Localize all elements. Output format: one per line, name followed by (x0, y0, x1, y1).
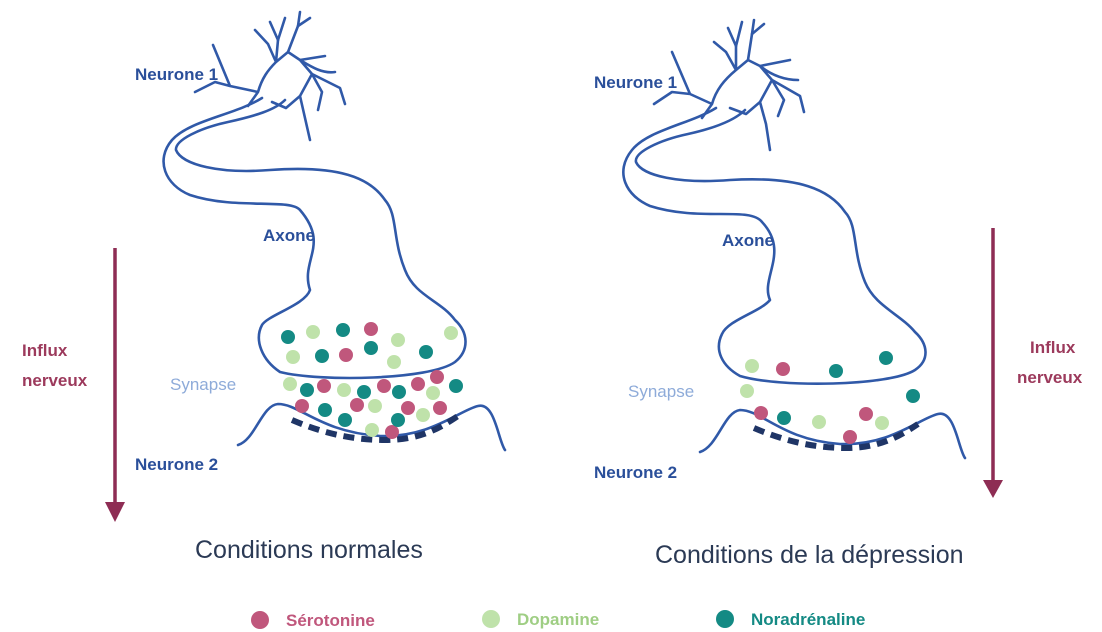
dopamine-dot (444, 326, 458, 340)
serotonine-dot (859, 407, 873, 421)
dopamine-dot (740, 384, 754, 398)
noradrenaline-dot (879, 351, 893, 365)
serotonine-dot (364, 322, 378, 336)
serotonine-dot (385, 425, 399, 439)
noradrenaline-dot (281, 330, 295, 344)
serotonine-dot (776, 362, 790, 376)
influx-label-line2-normal: nerveux (22, 371, 88, 390)
influx-label-line1-depression: Influx (1030, 338, 1076, 357)
noradrenaline-dot (364, 341, 378, 355)
noradrenaline-dot (419, 345, 433, 359)
dopamine-dot (745, 359, 759, 373)
noradrenaline-dot (829, 364, 843, 378)
influx-label-line1-normal: Influx (22, 341, 68, 360)
serotonine-swatch (251, 611, 269, 629)
noradrenaline-swatch (716, 610, 734, 628)
axone-label-normal: Axone (263, 226, 315, 245)
caption-depression: Conditions de la dépression (655, 541, 964, 569)
noradrenaline-dot (392, 385, 406, 399)
serotonine-dot (350, 398, 364, 412)
influx-label-line2-depression: nerveux (1017, 368, 1083, 387)
synapse-label-depression: Synapse (628, 382, 694, 401)
influx-arrow-depression (983, 228, 1003, 498)
neurone1-label-normal: Neurone 1 (135, 65, 218, 84)
dopamine-dot (812, 415, 826, 429)
dopamine-dot (286, 350, 300, 364)
axone-outline-depression (623, 108, 925, 384)
dopamine-dot (337, 383, 351, 397)
legend: Sérotonine Dopamine Noradrénaline (251, 610, 865, 630)
neurone2-membrane-depression (700, 410, 965, 458)
noradrenaline-dot (906, 389, 920, 403)
neurotransmitters-normal (281, 322, 463, 439)
serotonine-dot (433, 401, 447, 415)
serotonine-dot (377, 379, 391, 393)
serotonine-dot (411, 377, 425, 391)
noradrenaline-dot (300, 383, 314, 397)
panel-normal: Neurone 1 Axone Synapse Neurone 2 Influx… (22, 12, 505, 564)
legend-item-noradrenaline: Noradrénaline (716, 610, 865, 629)
neurone2-label-normal: Neurone 2 (135, 455, 218, 474)
noradrenaline-dot (336, 323, 350, 337)
legend-item-dopamine: Dopamine (482, 610, 599, 629)
legend-label-serotonine: Sérotonine (286, 611, 375, 630)
serotonine-dot (339, 348, 353, 362)
neurone2-label-depression: Neurone 2 (594, 463, 677, 482)
noradrenaline-dot (357, 385, 371, 399)
noradrenaline-dot (318, 403, 332, 417)
dopamine-swatch (482, 610, 500, 628)
serotonine-dot (430, 370, 444, 384)
noradrenaline-dot (777, 411, 791, 425)
neurone1-label-depression: Neurone 1 (594, 73, 677, 92)
legend-item-serotonine: Sérotonine (251, 611, 375, 630)
legend-label-noradrenaline: Noradrénaline (751, 610, 865, 629)
dopamine-dot (391, 333, 405, 347)
dopamine-dot (306, 325, 320, 339)
dopamine-dot (875, 416, 889, 430)
noradrenaline-dot (449, 379, 463, 393)
caption-normal: Conditions normales (195, 536, 423, 564)
noradrenaline-dot (315, 349, 329, 363)
dopamine-dot (387, 355, 401, 369)
serotonine-dot (843, 430, 857, 444)
neurotransmitters-depression (740, 351, 920, 444)
dopamine-dot (365, 423, 379, 437)
panel-depression: Neurone 1 Axone Synapse Neurone 2 Influx… (594, 20, 1083, 569)
serotonine-dot (295, 399, 309, 413)
noradrenaline-dot (338, 413, 352, 427)
legend-label-dopamine: Dopamine (517, 610, 599, 629)
influx-arrow-normal (105, 248, 125, 522)
noradrenaline-dot (391, 413, 405, 427)
dopamine-dot (283, 377, 297, 391)
axone-label-depression: Axone (722, 231, 774, 250)
dopamine-dot (368, 399, 382, 413)
dopamine-dot (426, 386, 440, 400)
synapse-label-normal: Synapse (170, 375, 236, 394)
serotonine-dot (754, 406, 768, 420)
dopamine-dot (416, 408, 430, 422)
serotonine-dot (317, 379, 331, 393)
serotonine-dot (401, 401, 415, 415)
